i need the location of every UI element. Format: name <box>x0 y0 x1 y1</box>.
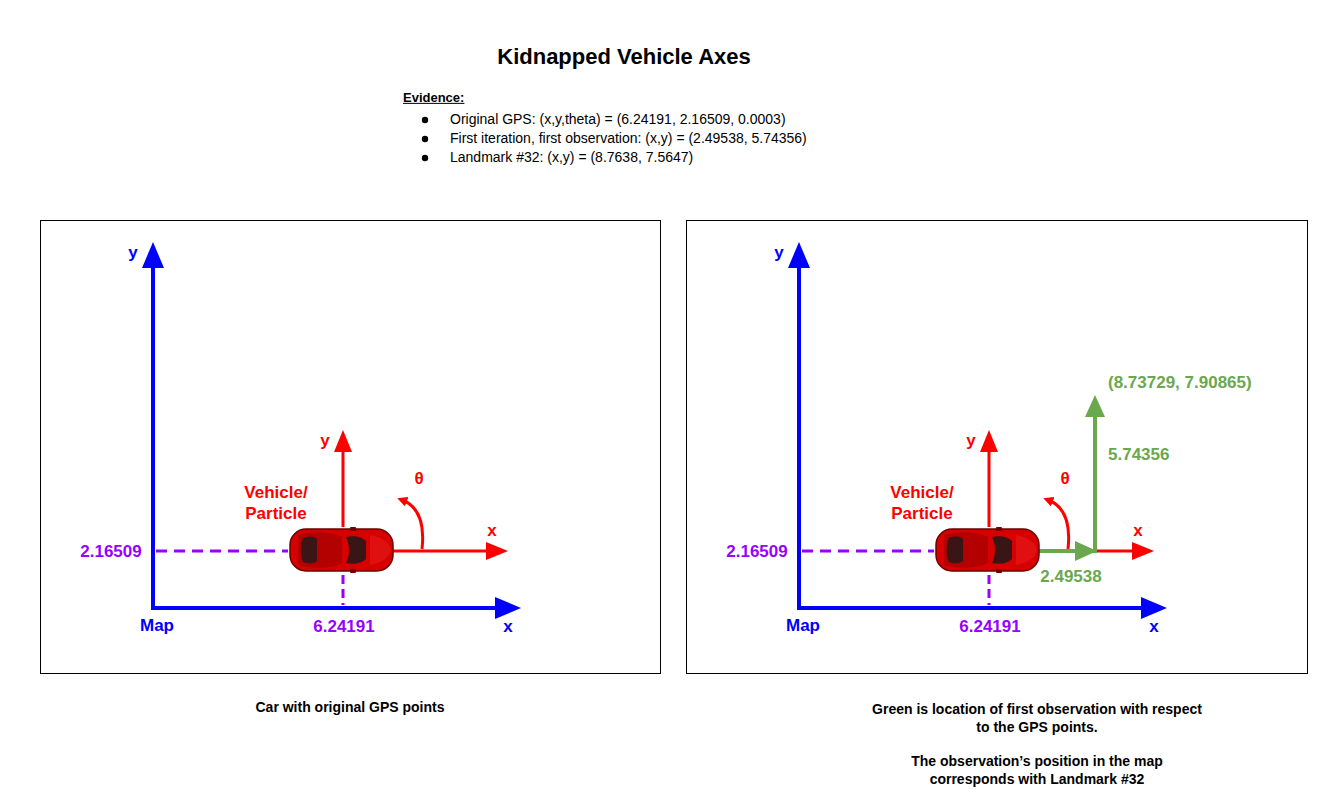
observation-coordinate: (8.73729, 7.90865) <box>1108 372 1252 393</box>
panel-caption: Car with original GPS points <box>255 699 444 717</box>
diagram-title: Kidnapped Vehicle Axes <box>497 43 751 71</box>
evidence-item: Original GPS: (x,y,theta) = (6.24191, 2.… <box>450 111 786 129</box>
vehicle-label: Vehicle/ Particle <box>235 482 317 525</box>
angle-label: θ <box>1060 468 1069 489</box>
coordinate-value: 2.16509 <box>726 541 787 562</box>
axis-label: x <box>1149 616 1158 637</box>
coordinate-value: 6.24191 <box>313 616 374 637</box>
axis-label: y <box>128 242 137 263</box>
panel-caption: The observation’s position in the map co… <box>872 753 1202 788</box>
angle-label: θ <box>414 468 423 489</box>
evidence-item: First iteration, first observation: (x,y… <box>450 130 807 148</box>
evidence-heading: Evidence: <box>403 90 464 106</box>
observation-value: 5.74356 <box>1108 444 1169 465</box>
axis-label: y <box>320 430 329 451</box>
coordinate-value: 2.16509 <box>80 541 141 562</box>
axis-label: x <box>503 616 512 637</box>
coordinate-value: 6.24191 <box>959 616 1020 637</box>
panel-caption: Green is location of first observation w… <box>872 701 1202 736</box>
diagram-panel: y y θVehicle/ Particle x 2.16509Map 6.24191 x <box>40 220 661 674</box>
axis-label: y <box>774 242 783 263</box>
axis-label: y <box>966 430 975 451</box>
vehicle-label: Vehicle/ Particle <box>881 482 963 525</box>
map-label: Map <box>140 615 174 636</box>
observation-value: 2.49538 <box>1040 566 1101 587</box>
diagram-panel: y (8.73729, 7.90865) y 5.74356 θVehicle/ Par… <box>686 220 1308 674</box>
axis-label: x <box>1133 520 1142 541</box>
evidence-item: Landmark #32: (x,y) = (8.7638, 7.5647) <box>450 149 693 167</box>
map-label: Map <box>786 615 820 636</box>
axis-label: x <box>487 520 496 541</box>
